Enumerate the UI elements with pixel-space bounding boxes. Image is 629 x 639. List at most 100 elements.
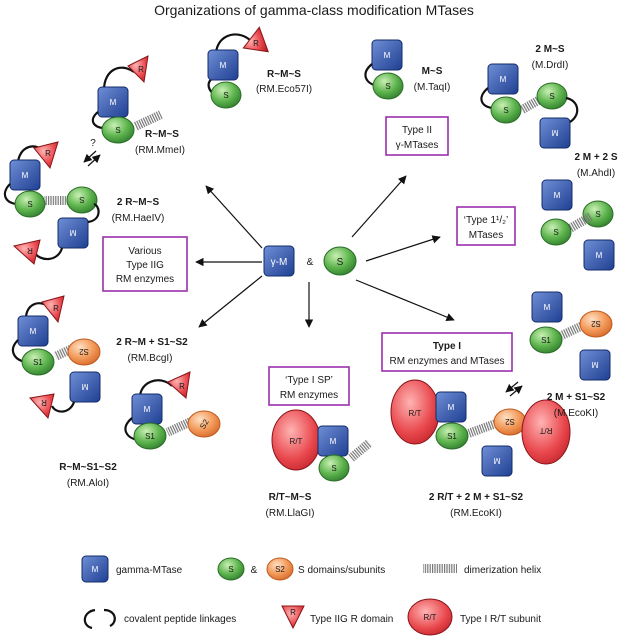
svg-text:dimerization helix: dimerization helix (464, 565, 541, 576)
name-aloi: (RM.AloI) (67, 478, 109, 489)
svg-text:S: S (595, 210, 600, 219)
svg-text:RM enzymes: RM enzymes (280, 390, 338, 401)
svg-text:Type IIG: Type IIG (126, 260, 164, 271)
svg-text:R: R (290, 608, 296, 617)
formula-eco57i: R~M~S (267, 69, 301, 80)
figure-title: Organizations of gamma-class modificatio… (154, 2, 474, 18)
svg-text:R: R (45, 149, 51, 158)
svg-text:R/T: R/T (424, 613, 437, 622)
center-s-domain: S (323, 246, 357, 276)
arrow-right (365, 235, 441, 262)
diagram-taqi: M S (364, 39, 404, 100)
svg-text:M: M (493, 456, 500, 465)
formula-aloi: R~M~S1~S2 (59, 462, 117, 473)
svg-text:S: S (553, 228, 558, 237)
svg-text:Type II: Type II (402, 125, 432, 136)
svg-text:M: M (30, 327, 37, 336)
svg-text:S domains/subunits: S domains/subunits (298, 565, 385, 576)
svg-text:M: M (22, 171, 29, 180)
svg-text:S2: S2 (505, 417, 515, 426)
svg-text:S: S (228, 565, 233, 574)
svg-text:M: M (144, 405, 151, 414)
formula-ahdi: 2 M + 2 S (574, 152, 617, 163)
center-amp: & (307, 257, 314, 268)
formula-haeiv: 2 R~M~S (117, 197, 160, 208)
svg-text:Type IIG R domain: Type IIG R domain (310, 614, 393, 625)
formula-ecoki-rm: 2 R/T + 2 M + S1~S2 (429, 492, 524, 503)
svg-text:S2: S2 (591, 319, 601, 328)
question-mark: ? (90, 138, 96, 149)
box-type-i: Type I RM enzymes and MTases (381, 332, 513, 372)
legend: M gamma-MTase S & S2 S domains/subunits … (81, 555, 541, 636)
box-type-i-sp: ‘Type I SP’ RM enzymes (268, 366, 350, 406)
svg-text:S1: S1 (145, 432, 155, 441)
svg-text:R: R (253, 39, 259, 48)
svg-text:M: M (110, 98, 117, 107)
svg-text:S1: S1 (447, 432, 457, 441)
svg-text:M: M (591, 360, 598, 369)
svg-text:M: M (596, 251, 603, 260)
svg-text:S: S (337, 257, 344, 268)
svg-text:γ-MTases: γ-MTases (396, 140, 439, 151)
name-taqi: (M.TaqI) (414, 82, 451, 93)
diagram-bcgi: M R S1 S2 M R (11, 295, 101, 420)
legend-r-domain: R Type IIG R domain (281, 605, 393, 630)
svg-text:M: M (92, 565, 99, 574)
legend-dimerization-helix: dimerization helix (423, 564, 541, 576)
svg-text:covalent peptide linkages: covalent peptide linkages (124, 614, 236, 625)
name-ecoki-m: (M.EcoKI) (554, 408, 598, 419)
svg-text:‘Type I SP’: ‘Type I SP’ (285, 375, 333, 386)
svg-text:RM enzymes: RM enzymes (116, 274, 174, 285)
svg-text:MTases: MTases (469, 230, 503, 241)
svg-text:R: R (138, 65, 144, 74)
diagram-eco57i: M R S (207, 26, 269, 109)
svg-text:M: M (554, 191, 561, 200)
formula-llagi: R/T~M~S (269, 492, 312, 503)
box-various-type-iig: Various Type IIG RM enzymes (102, 236, 188, 292)
svg-text:Type I: Type I (433, 341, 461, 352)
svg-text:M: M (544, 303, 551, 312)
equilibrium-arrows-ecoki (505, 381, 523, 397)
name-drdi: (M.DrdI) (532, 60, 569, 71)
svg-text:‘Type 1¹/₂’: ‘Type 1¹/₂’ (464, 215, 508, 226)
arrow-lower-right (355, 279, 455, 322)
svg-text:S: S (549, 92, 554, 101)
legend-gamma-mtase: M gamma-MTase (81, 555, 183, 583)
svg-text:M: M (384, 51, 391, 60)
center-gamma-m: γ-M (263, 245, 295, 277)
svg-text:R/T: R/T (290, 437, 303, 446)
diagram-ecoki-rm: R/T M S1 S2 M R/T (390, 379, 571, 477)
arrows (195, 175, 455, 328)
svg-text:S2: S2 (198, 417, 211, 430)
diagram-mmei: M R S (91, 55, 163, 144)
equilibrium-arrows-mmei (83, 150, 101, 167)
diagram-ahdi: M S S M (540, 179, 615, 271)
name-bcgi: (RM.BcgI) (128, 353, 173, 364)
legend-covalent-linkages: covalent peptide linkages (83, 608, 236, 630)
svg-text:S: S (503, 106, 508, 115)
svg-text:RM enzymes and MTases: RM enzymes and MTases (389, 356, 504, 367)
svg-text:Type I R/T subunit: Type I R/T subunit (460, 614, 541, 625)
name-eco57i: (RM.Eco57I) (256, 84, 312, 95)
svg-text:M: M (69, 228, 76, 237)
arrow-lower-left (198, 275, 263, 328)
svg-text:R/T: R/T (409, 409, 422, 418)
diagram-llagi: R/T M S (271, 409, 373, 482)
box-type-ii: Type II γ-MTases (385, 116, 449, 156)
name-llagi: (RM.LlaGI) (266, 508, 315, 519)
svg-text:S1: S1 (33, 358, 43, 367)
formula-taqi: M~S (422, 66, 443, 77)
diagram-haeiv: M R S S M R (3, 141, 100, 265)
formula-bcgi: 2 R~M + S1~S2 (116, 337, 188, 348)
svg-text:Various: Various (128, 246, 161, 257)
svg-text:S: S (385, 82, 390, 91)
diagram-ecoki-m: M S1 S2 M (529, 291, 613, 381)
legend-rt-subunit: R/T Type I R/T subunit (407, 598, 541, 636)
name-ecoki-rm: (RM.EcoKI) (450, 508, 502, 519)
svg-text:R: R (27, 246, 33, 255)
formula-mmei: R~M~S (145, 129, 179, 140)
name-ahdi: (M.AhdI) (577, 168, 615, 179)
svg-text:S2: S2 (79, 347, 89, 356)
svg-text:S: S (27, 200, 32, 209)
svg-text:S: S (79, 195, 84, 204)
